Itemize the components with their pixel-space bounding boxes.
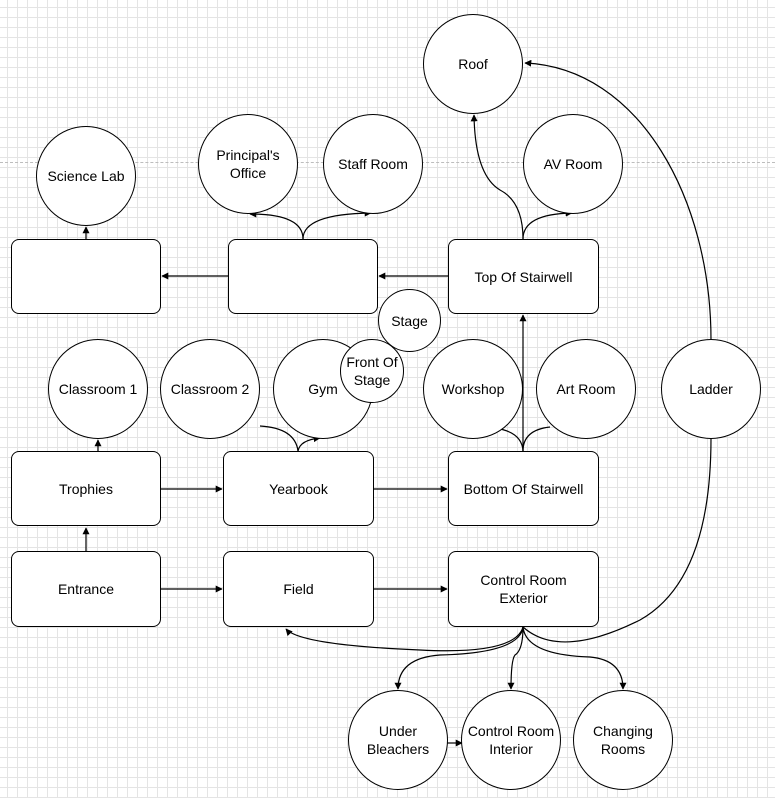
- node-field[interactable]: Field: [223, 551, 374, 627]
- node-stage[interactable]: Stage: [378, 289, 441, 352]
- node-trophies[interactable]: Trophies: [11, 451, 161, 526]
- node-entrance[interactable]: Entrance: [11, 551, 161, 627]
- node-staff-room[interactable]: Staff Room: [323, 114, 423, 214]
- node-art-room[interactable]: Art Room: [536, 339, 636, 439]
- node-blank-middle[interactable]: [228, 239, 378, 314]
- node-bottom-of-stairwell[interactable]: Bottom Of Stairwell: [448, 451, 599, 526]
- edge-blank-middle-principals-office: [249, 210, 304, 240]
- node-control-room-exterior[interactable]: Control Room Exterior: [448, 551, 599, 627]
- edge-control-room-exterior-field: [285, 626, 524, 652]
- node-yearbook[interactable]: Yearbook: [223, 451, 374, 526]
- node-roof[interactable]: Roof: [423, 14, 523, 114]
- edge-top-of-stairwell-av-room: [522, 209, 573, 240]
- edge-yearbook-classroom-2: [259, 425, 299, 452]
- edge-blank-middle-staff-room: [302, 209, 372, 240]
- node-av-room[interactable]: AV Room: [523, 114, 623, 214]
- edge-bottom-of-stairwell-art-room: [522, 426, 551, 452]
- edge-ladder-roof: [524, 59, 712, 341]
- edge-top-of-stairwell-roof: [470, 114, 524, 240]
- node-science-lab[interactable]: Science Lab: [36, 126, 136, 226]
- node-ladder[interactable]: Ladder: [661, 339, 761, 439]
- node-blank-left[interactable]: [11, 239, 161, 314]
- node-top-of-stairwell[interactable]: Top Of Stairwell: [448, 239, 599, 314]
- node-front-of-stage[interactable]: Front Of Stage: [340, 339, 404, 403]
- edge-control-room-exterior-changing-rooms: [522, 626, 627, 690]
- node-control-room-interior[interactable]: Control Room Interior: [461, 690, 561, 790]
- edge-control-room-exterior-under-bleachers: [394, 626, 524, 690]
- node-under-bleachers[interactable]: Under Bleachers: [348, 690, 448, 790]
- node-principals-office[interactable]: Principal's Office: [198, 114, 298, 214]
- edge-control-room-exterior-control-room-interior: [507, 626, 524, 690]
- node-classroom-1[interactable]: Classroom 1: [48, 339, 148, 439]
- edge-control-room-exterior-ladder: [522, 437, 712, 643]
- node-changing-rooms[interactable]: Changing Rooms: [573, 690, 673, 790]
- node-classroom-2[interactable]: Classroom 2: [160, 339, 260, 439]
- edge-yearbook-gym: [297, 435, 321, 452]
- node-workshop[interactable]: Workshop: [423, 339, 523, 439]
